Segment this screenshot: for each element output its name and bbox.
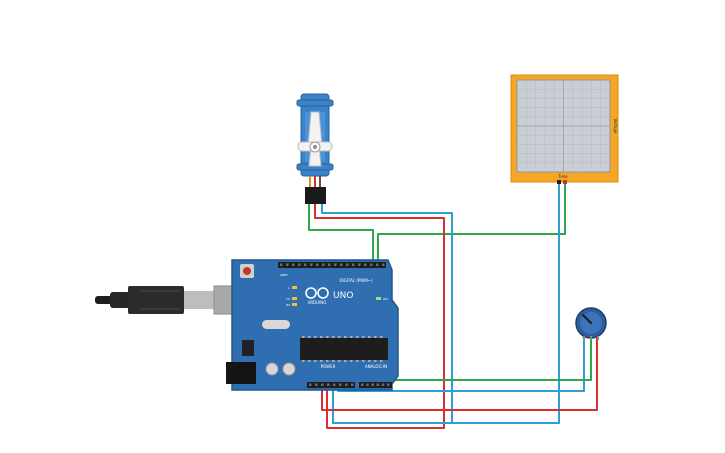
- aref-label: AREF: [280, 273, 288, 277]
- header-pin: [309, 383, 312, 386]
- header-pin: [387, 383, 390, 386]
- l-label: L: [288, 286, 290, 290]
- digital-label: DIGITAL (PWM~): [339, 278, 373, 283]
- header-pin: [382, 263, 385, 266]
- power-label: POWER: [321, 364, 336, 369]
- voltage-regulator: [242, 340, 254, 356]
- header-pin: [328, 263, 331, 266]
- header-pin: [376, 263, 379, 266]
- wire-servo-signal[interactable]: [308, 203, 374, 262]
- header-pin: [376, 383, 380, 386]
- header-pin: [322, 263, 325, 266]
- knob-icon[interactable]: [581, 313, 593, 325]
- atmega-chip: [300, 336, 388, 362]
- header-pin: [345, 383, 348, 386]
- header-pin: [334, 263, 337, 266]
- oscilloscope[interactable]: Time Voltage: [510, 74, 619, 184]
- header-pin: [316, 263, 319, 266]
- header-pin: [315, 383, 318, 386]
- header-pin: [351, 383, 354, 386]
- header-pin: [346, 263, 349, 266]
- wires: [308, 183, 598, 429]
- header-pin: [371, 383, 374, 386]
- wire-scope-signal[interactable]: [377, 183, 566, 262]
- servo-motor[interactable]: [296, 93, 334, 204]
- rx-led: [292, 303, 297, 306]
- usb-cable[interactable]: [95, 285, 253, 315]
- tx-led: [292, 297, 297, 300]
- header-pin: [327, 383, 330, 386]
- header-pin: [340, 263, 343, 266]
- header-pin: [333, 383, 336, 386]
- header-pin: [304, 263, 307, 266]
- header-pin: [361, 383, 364, 386]
- wire-pot-power[interactable]: [321, 337, 598, 411]
- scope-time-label: Time: [557, 174, 568, 179]
- header-pin: [321, 383, 324, 386]
- wire-scope-ground[interactable]: [452, 183, 560, 424]
- header-pin: [339, 383, 342, 386]
- scope-voltage-label: Voltage: [613, 118, 618, 134]
- header-pin: [364, 263, 367, 266]
- power-header[interactable]: [307, 382, 355, 388]
- logo-text: ARDUINO: [308, 300, 327, 305]
- scope-terminal-signal[interactable]: [563, 180, 567, 184]
- tx-label: TX: [285, 297, 290, 301]
- header-pin: [280, 263, 283, 266]
- on-led: [376, 297, 381, 300]
- header-pin: [366, 383, 369, 386]
- header-pin: [292, 263, 295, 266]
- servo-connector[interactable]: [305, 187, 326, 204]
- digital-pins: [280, 263, 385, 266]
- l-led: [292, 286, 297, 289]
- rx-label: RX: [286, 303, 290, 307]
- arduino-board[interactable]: DIGITAL (PWM~) AREF L TX RX ARDUINO UNO …: [226, 259, 399, 391]
- header-pin: [310, 263, 313, 266]
- wire-servo-ground[interactable]: [321, 203, 453, 424]
- header-pin: [286, 263, 289, 266]
- crystal: [262, 320, 290, 329]
- header-pin: [298, 263, 301, 266]
- scope-terminal-ground[interactable]: [557, 180, 561, 184]
- wire-servo-power[interactable]: [314, 203, 445, 429]
- header-pin: [370, 263, 373, 266]
- servo-horn-icon[interactable]: [297, 111, 333, 167]
- model-text: UNO: [333, 291, 353, 301]
- wire-pot-wiper[interactable]: [391, 337, 592, 381]
- header-pin: [358, 263, 361, 266]
- on-label: ON: [383, 297, 388, 301]
- power-jack[interactable]: [226, 362, 256, 384]
- header-pin: [352, 263, 355, 266]
- capacitor-2: [282, 362, 296, 376]
- analog-label: ANALOG IN: [365, 364, 387, 369]
- header-pin: [381, 383, 385, 386]
- analog-header[interactable]: [359, 382, 392, 388]
- potentiometer[interactable]: [575, 307, 607, 340]
- digital-header[interactable]: [278, 262, 386, 268]
- arduino-logo-icon: [305, 287, 329, 299]
- capacitor-1: [265, 362, 279, 376]
- board-pcb: [231, 259, 399, 391]
